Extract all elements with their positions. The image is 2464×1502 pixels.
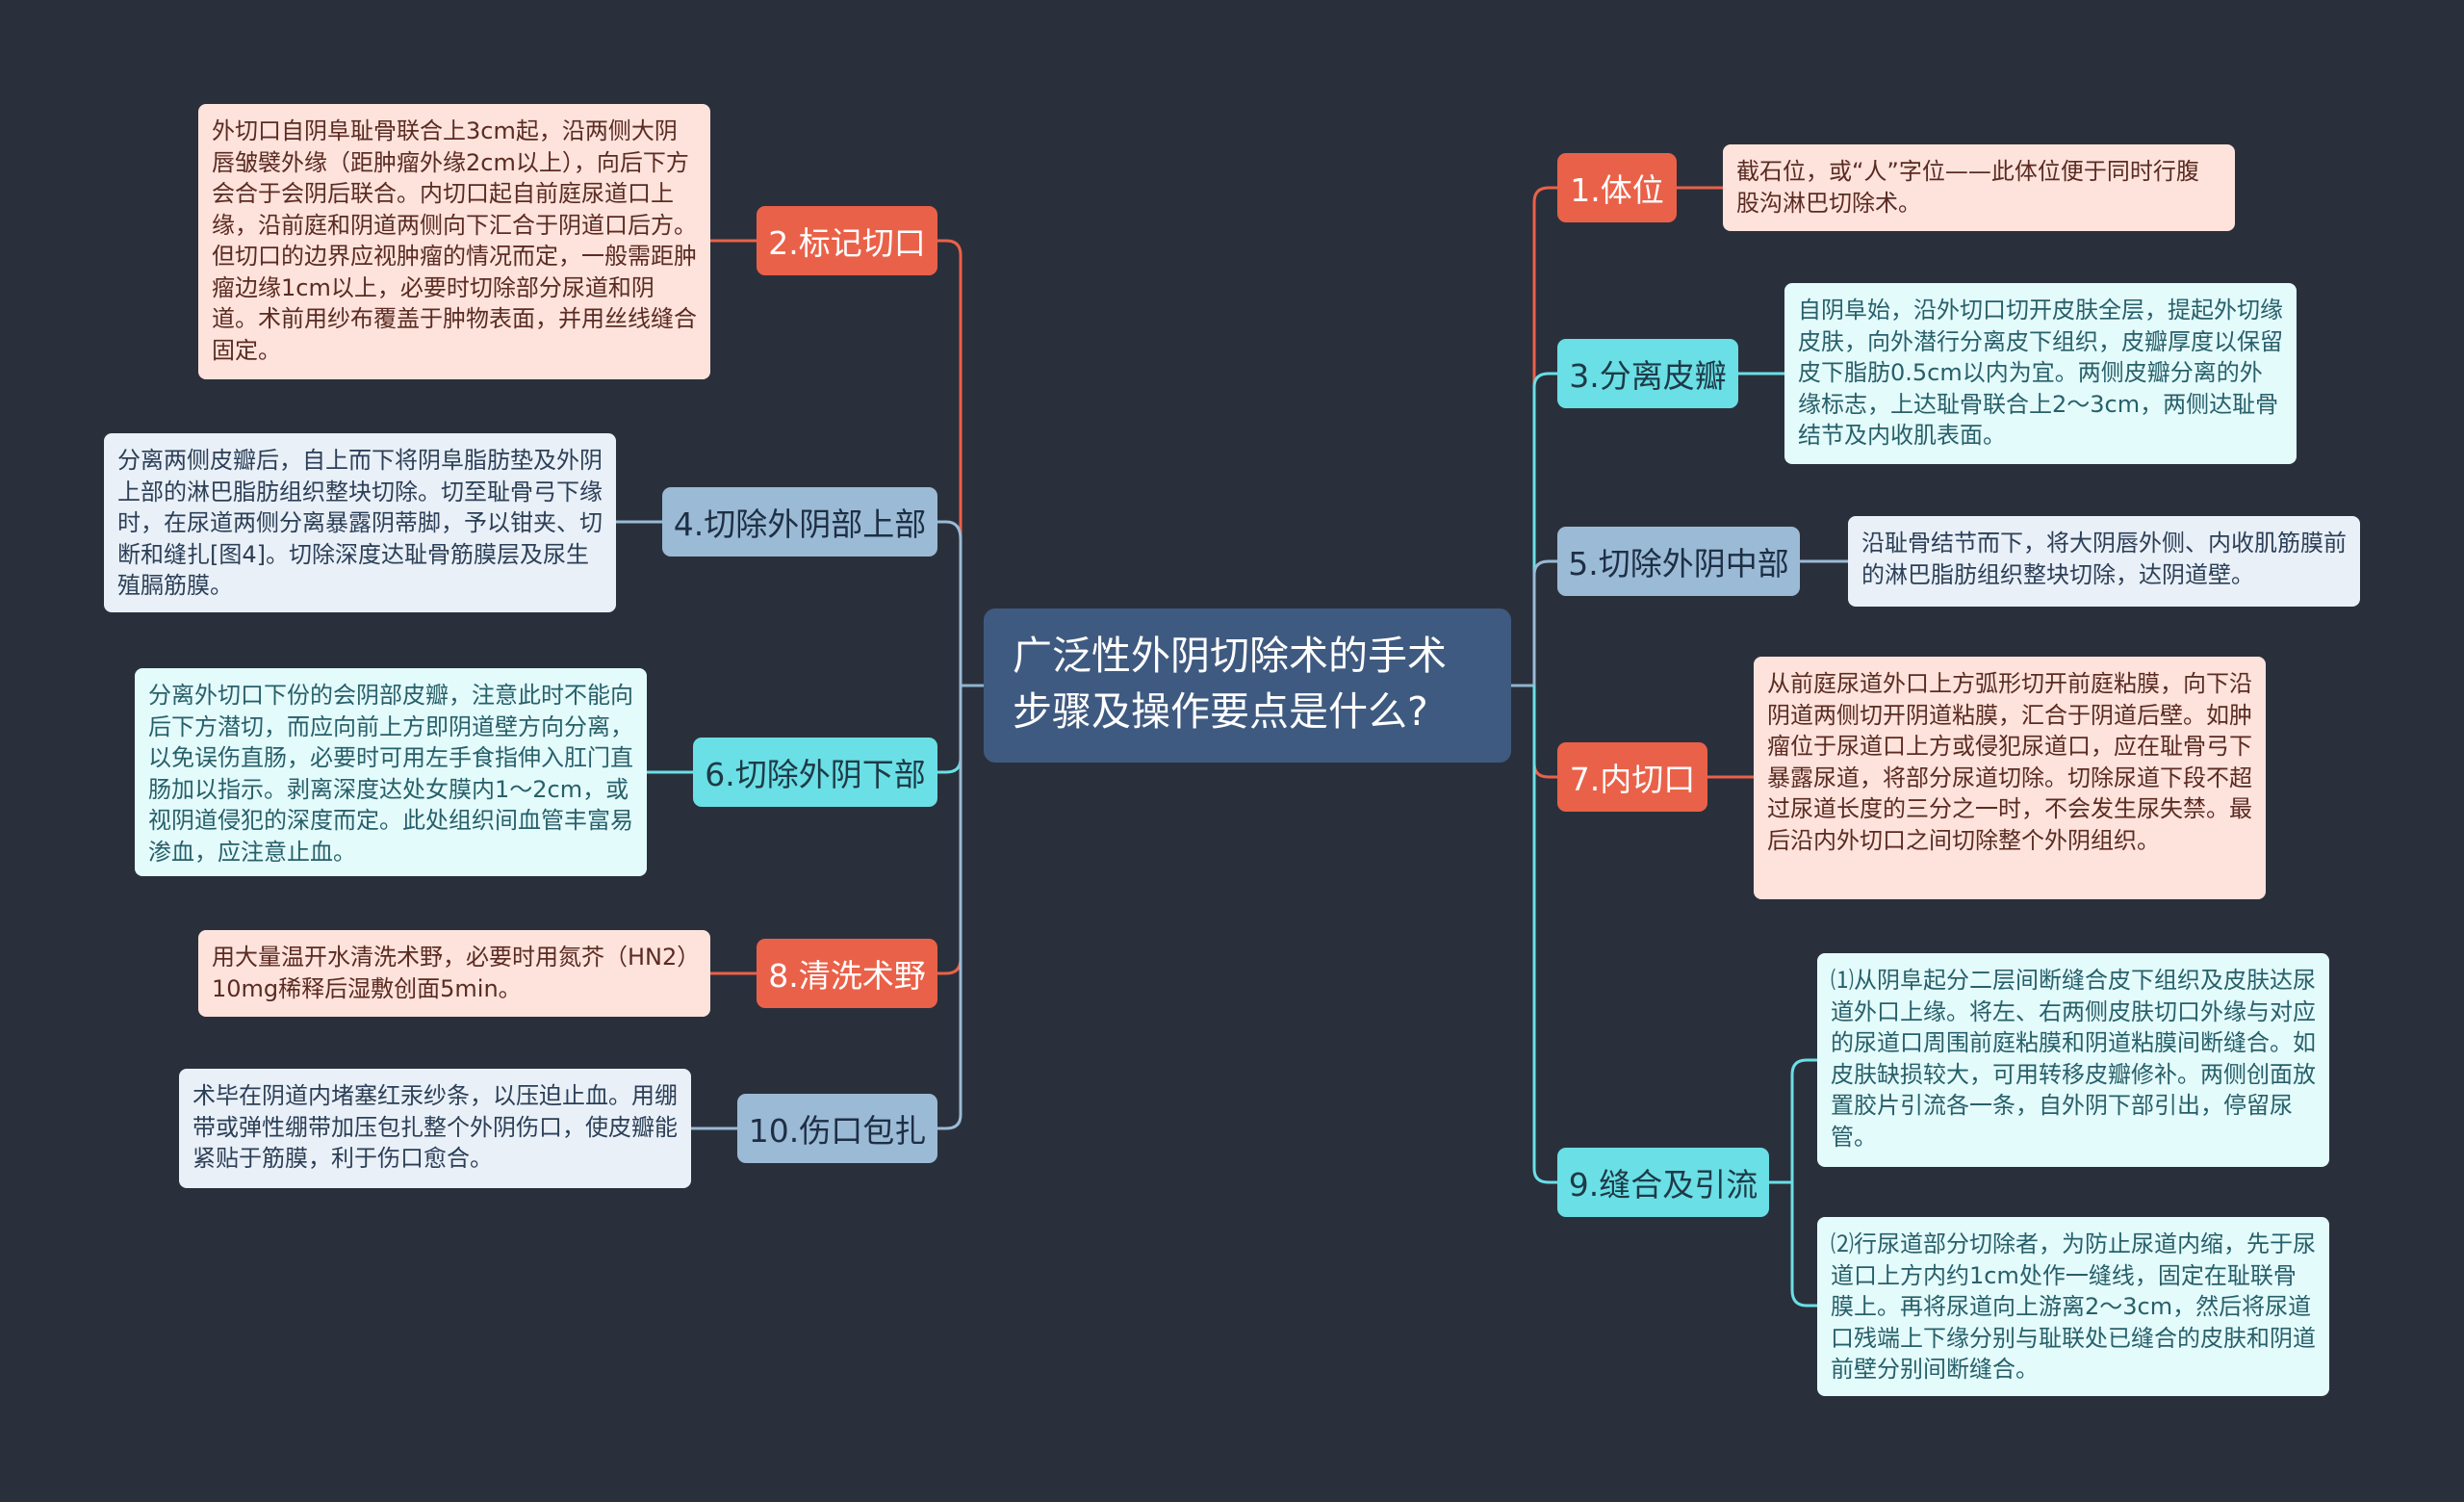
link-right-cyan-2: [1532, 686, 1557, 1184]
note-wound-dressing: 术毕在阴道内堵塞红汞纱条，以压迫止血。用绷带或弹性绷带加压包扎整个外阴伤口，使皮…: [179, 1069, 691, 1188]
branch-position[interactable]: 1.体位: [1557, 153, 1677, 222]
link-right-cyan-1: [1532, 372, 1557, 686]
link-left-red-1: [937, 239, 962, 686]
root-topic[interactable]: 广泛性外阴切除术的手术步骤及操作要点是什么?: [984, 609, 1511, 763]
link-left-blue-2: [937, 686, 962, 1130]
branch-separate-flap[interactable]: 3.分离皮瓣: [1557, 339, 1738, 408]
link-right-blue-1: [1532, 559, 1557, 686]
branch-excise-upper-vulva[interactable]: 4.切除外阴部上部: [662, 487, 937, 557]
branch-mark-incision[interactable]: 2.标记切口: [757, 206, 937, 275]
branch-wound-dressing[interactable]: 10.伤口包扎: [737, 1094, 937, 1163]
branch-suture-drainage[interactable]: 9.缝合及引流: [1557, 1148, 1769, 1217]
note-excise-lower-vulva: 分离外切口下份的会阴部皮瓣，注意此时不能向后下方潜切，而应向前上方即阴道壁方向分…: [135, 668, 647, 876]
branch-clean-field[interactable]: 8.清洗术野: [757, 939, 937, 1008]
branch-excise-lower-vulva[interactable]: 6.切除外阴下部: [693, 738, 937, 807]
branch-excise-middle-vulva[interactable]: 5.切除外阴中部: [1557, 527, 1800, 596]
link-right-red-1: [1532, 186, 1557, 686]
link-left-cyan-1: [937, 686, 962, 774]
note-excise-upper-vulva: 分离两侧皮瓣后，自上而下将阴阜脂肪垫及外阴上部的淋巴脂肪组织整块切除。切至耻骨弓…: [104, 433, 616, 612]
link-note-9b: [1790, 1182, 1817, 1308]
note-excise-middle-vulva: 沿耻骨结节而下，将大阴唇外侧、内收肌筋膜前的淋巴脂肪组织整块切除，达阴道壁。: [1848, 516, 2360, 607]
link-right-red-2: [1532, 686, 1557, 779]
note-mark-incision: 外切口自阴阜耻骨联合上3cm起，沿两侧大阴唇皱襞外缘（距肿瘤外缘2cm以上），向…: [198, 104, 710, 379]
note-inner-incision: 从前庭尿道外口上方弧形切开前庭粘膜，向下沿阴道两侧切开阴道粘膜，汇合于阴道后壁。…: [1754, 657, 2266, 899]
link-left-red-2: [937, 686, 962, 975]
link-note-9a: [1769, 1058, 1817, 1184]
link-left-blue-1: [937, 520, 962, 686]
branch-inner-incision[interactable]: 7.内切口: [1557, 742, 1707, 812]
note-clean-field: 用大量温开水清洗术野，必要时用氮芥（HN2）10mg稀释后湿敷创面5min。: [198, 930, 710, 1017]
note-separate-flap: 自阴阜始，沿外切口切开皮肤全层，提起外切缘皮肤，向外潜行分离皮下组织，皮瓣厚度以…: [1784, 283, 2297, 464]
note-position: 截石位，或“人”字位——此体位便于同时行腹股沟淋巴切除术。: [1723, 144, 2235, 231]
note-suture-drainage-1: ⑴从阴阜起分二层间断缝合皮下组织及皮肤达尿道外口上缘。将左、右两侧皮肤切口外缘与…: [1817, 953, 2329, 1167]
note-suture-drainage-2: ⑵行尿道部分切除者，为防止尿道内缩，先于尿道口上方内约1cm处作一缝线，固定在耻…: [1817, 1217, 2329, 1396]
